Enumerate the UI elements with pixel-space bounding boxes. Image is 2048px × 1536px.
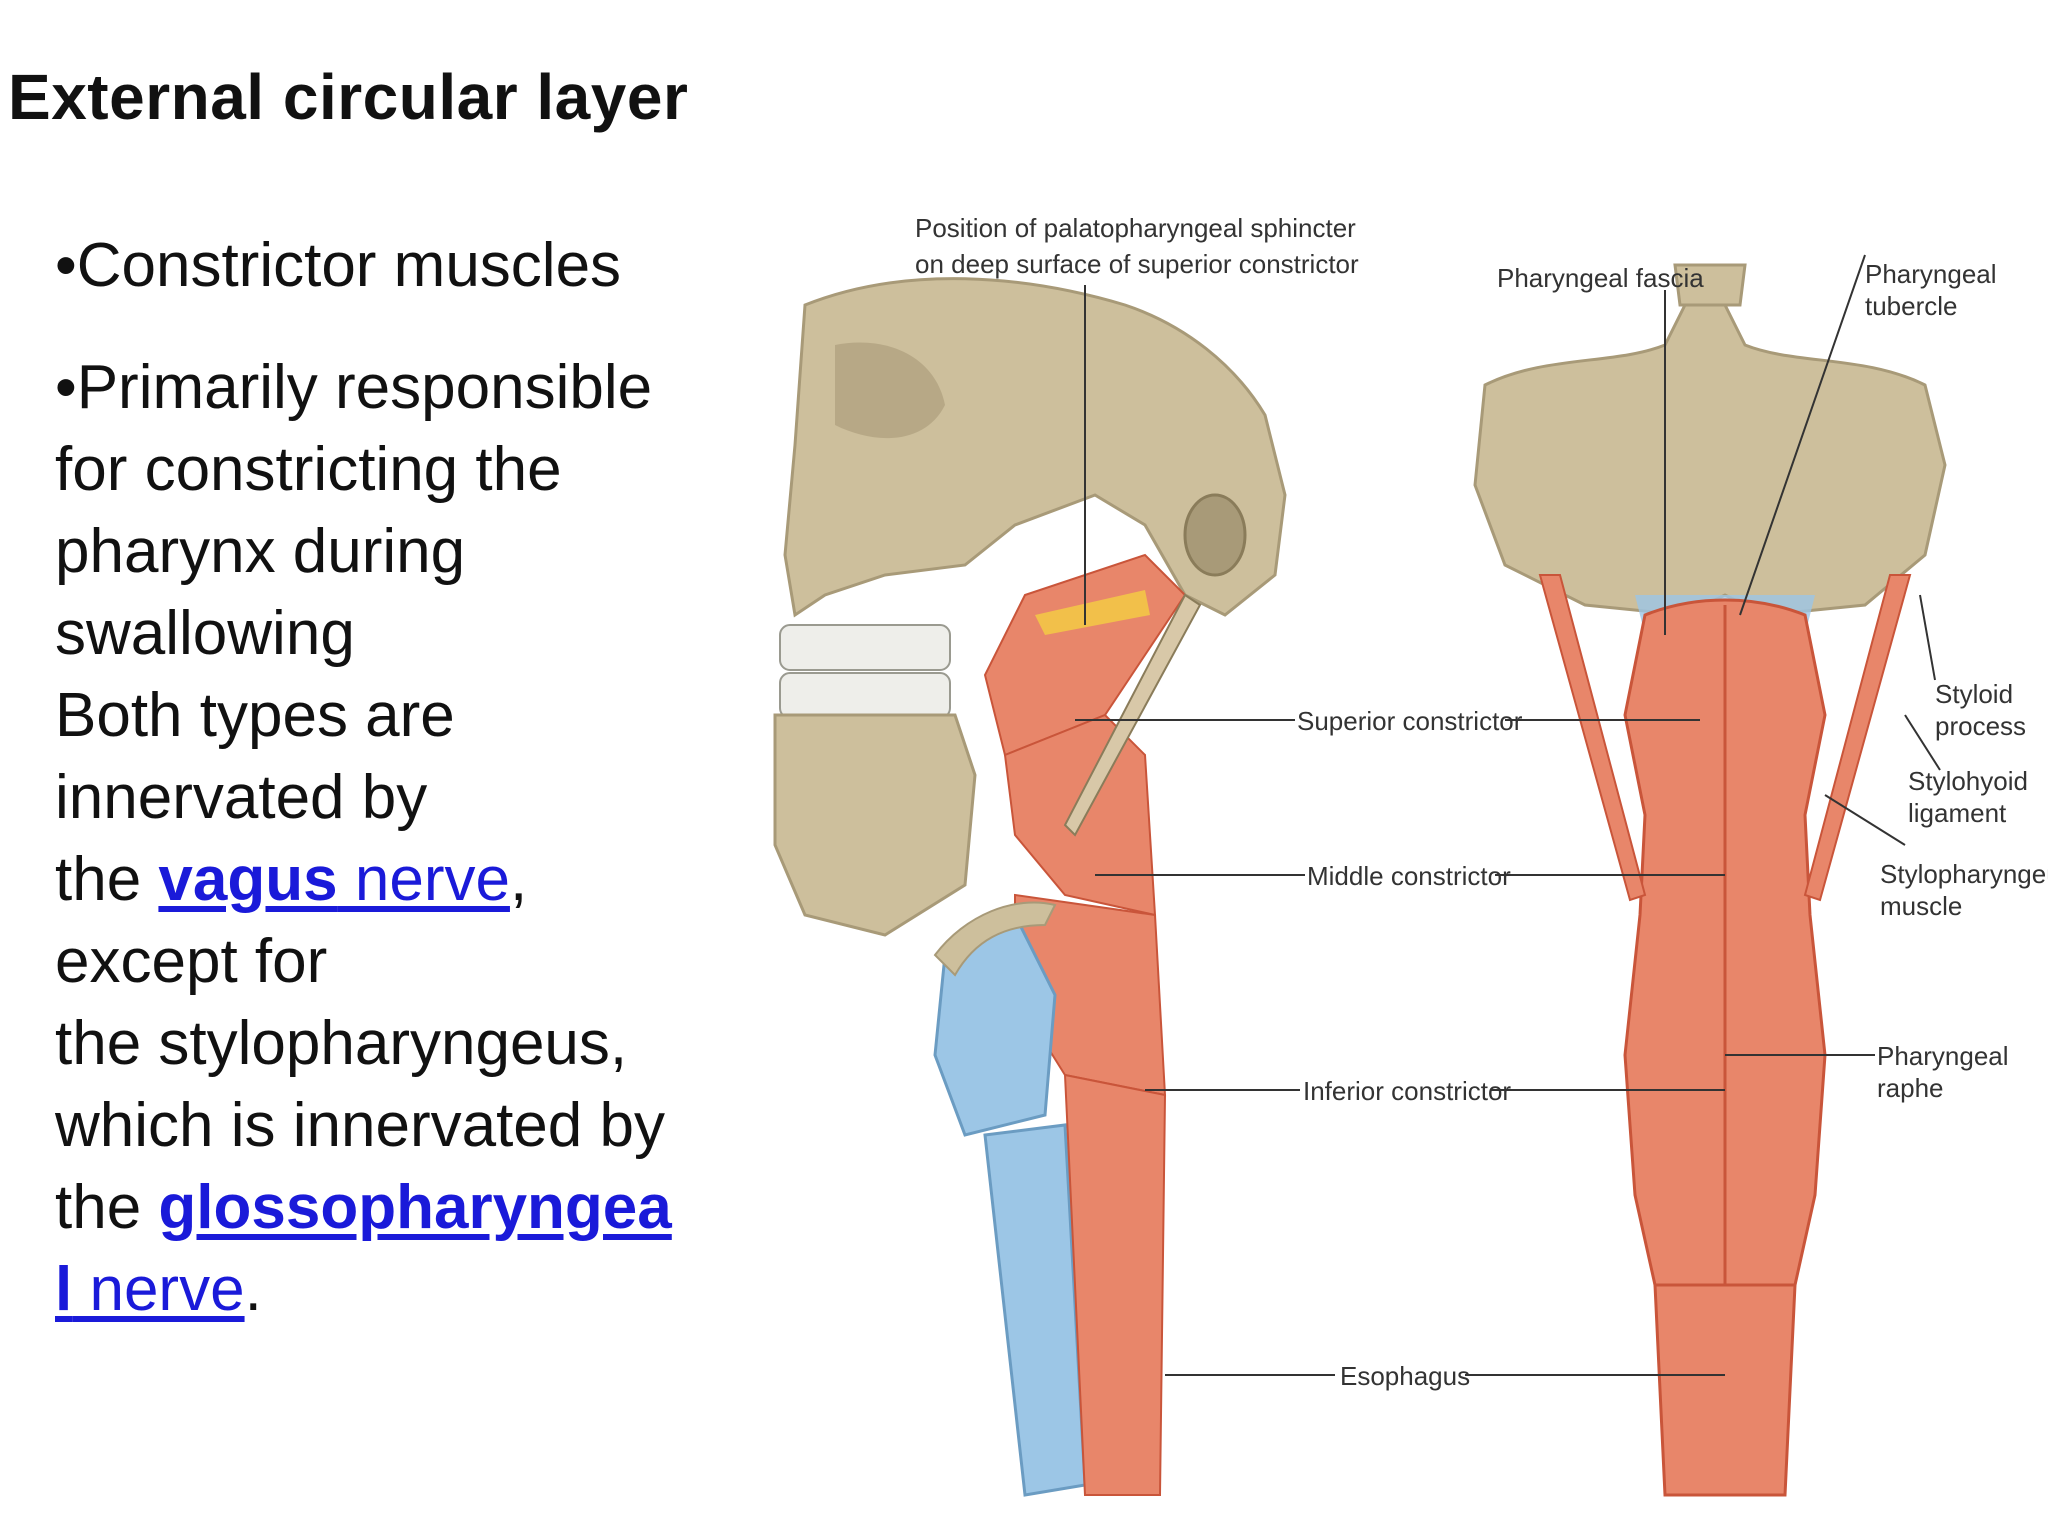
text-line: the vagus nerve, <box>55 839 755 921</box>
glossopharyngeal-nerve-link-part1[interactable]: glossopharyngea <box>158 1173 671 1242</box>
text-line: the stylopharyngeus, <box>55 1009 628 1078</box>
label-palatopharyngeal-1: Position of palatopharyngeal sphincter <box>915 213 1356 243</box>
lower-teeth <box>779 672 951 719</box>
label-middle-constrictor: Middle constrictor <box>1307 861 1511 891</box>
pharyngeal-tubercle-shape <box>1673 263 1747 307</box>
text-line: except for <box>55 927 328 996</box>
pharynx-constrictor-diagram: Position of palatopharyngeal sphincter o… <box>773 213 2048 1497</box>
text-line: which is innervated by <box>55 1091 665 1160</box>
label-superior-constrictor: Superior constrictor <box>1297 706 1523 736</box>
leader-styloid <box>1919 594 1936 681</box>
diagram-labels: Position of palatopharyngeal sphincter o… <box>915 213 2048 1391</box>
posterior-stylopharyngeus-left <box>1538 574 1647 902</box>
label-stylohyoid-2: ligament <box>1908 798 2007 828</box>
label-pharyngeal-fascia: Pharyngeal fascia <box>1497 263 1704 293</box>
link-rest: nerve <box>72 1255 245 1324</box>
leader-stylopharyngeus <box>1824 794 1906 846</box>
label-styloid-2: process <box>1935 711 2026 741</box>
bullet-primarily-responsible: •Primarily responsible for constricting … <box>55 347 755 1331</box>
text-fragment: , <box>509 845 528 914</box>
label-pharyngeal-tubercle-2: tubercle <box>1865 291 1958 321</box>
label-raphe-1: Pharyngeal <box>1877 1041 2009 1071</box>
upper-teeth <box>779 624 951 671</box>
orbit-shape <box>835 342 945 439</box>
leader-tubercle <box>1739 254 1866 616</box>
label-esophagus: Esophagus <box>1340 1361 1470 1391</box>
text-line: •Primarily responsible <box>55 353 653 422</box>
ear-canal-shape <box>1183 493 1247 577</box>
mandible-shape <box>773 713 977 937</box>
vagus-nerve-link[interactable]: vagus nerve <box>158 845 510 914</box>
label-stylopharyngeus-2: muscle <box>1880 891 1962 921</box>
label-stylohyoid-1: Stylohyoid <box>1908 766 2028 796</box>
text-line: Both types are <box>55 681 455 750</box>
posterior-view <box>1473 263 1947 1497</box>
body-text: •Constrictor muscles •Primarily responsi… <box>55 225 755 1331</box>
label-pharyngeal-tubercle-1: Pharyngeal <box>1865 259 1997 289</box>
lateral-esophagus <box>1063 1073 1167 1496</box>
label-stylopharyngeus-1: Stylopharyngeus <box>1880 859 2048 889</box>
page-title: External circular layer <box>8 61 689 133</box>
text-line: the glossopharyngea <box>55 1167 755 1249</box>
text-line: swallowing <box>55 599 355 668</box>
text-line: pharynx during <box>55 517 466 586</box>
label-inferior-constrictor: Inferior constrictor <box>1303 1076 1511 1106</box>
posterior-esophagus <box>1653 1283 1797 1497</box>
lateral-fat-pad <box>1035 590 1150 635</box>
link-bold: vagus <box>158 845 338 914</box>
hyoid-bone <box>933 901 1057 977</box>
lateral-view <box>773 277 1287 1497</box>
text-line: for constricting the <box>55 435 562 504</box>
text-fragment: the <box>55 845 159 914</box>
text-fragment: the <box>55 1173 159 1242</box>
text-fragment: . <box>244 1255 262 1324</box>
leader-lines <box>1075 254 1941 1376</box>
text-line: innervated by <box>55 763 428 832</box>
link-bold: l <box>55 1255 73 1324</box>
label-raphe-2: raphe <box>1877 1073 1944 1103</box>
label-palatopharyngeal-2: on deep surface of superior constrictor <box>915 249 1359 279</box>
text-line: l nerve. <box>55 1249 755 1331</box>
posterior-stylopharyngeus-right <box>1803 574 1912 902</box>
bullet-constrictor-muscles: •Constrictor muscles <box>55 231 622 300</box>
leader-stylohyoid <box>1904 714 1941 771</box>
skull-base <box>1473 303 1947 617</box>
label-styloid-1: Styloid <box>1935 679 2013 709</box>
glossopharyngeal-nerve-link-part2[interactable]: l nerve <box>55 1255 245 1324</box>
link-bold: glossopharyngea <box>158 1173 672 1242</box>
lateral-stylopharyngeus <box>1063 593 1202 837</box>
link-rest: nerve <box>337 845 510 914</box>
